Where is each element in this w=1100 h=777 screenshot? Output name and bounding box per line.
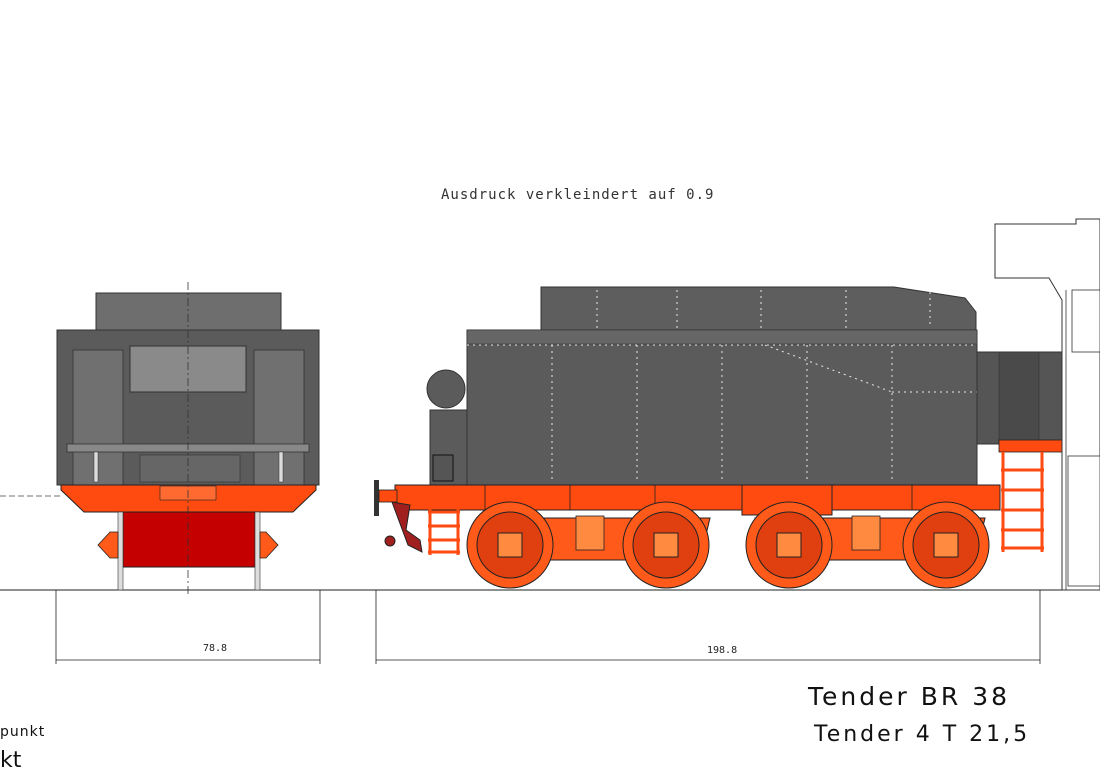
side-length-dimension: 198.8 — [707, 645, 738, 656]
front-width-dimension: 78.8 — [203, 643, 228, 654]
wheel — [902, 501, 990, 589]
drawing-title: Tender BR 38 — [808, 682, 1011, 711]
print-note: Ausdruck verkleindert auf 0.9 — [441, 187, 715, 203]
wheel — [622, 501, 710, 589]
side-view — [374, 218, 1100, 591]
cut-off-text-1: punkt — [0, 724, 46, 740]
front-view — [56, 282, 320, 595]
dimension-lines — [55, 590, 1041, 664]
cut-off-text-2: kt — [0, 748, 22, 773]
wheel — [466, 501, 554, 589]
drawing-subtitle: Tender 4 T 21,5 — [814, 722, 1031, 747]
wheel — [745, 501, 833, 589]
